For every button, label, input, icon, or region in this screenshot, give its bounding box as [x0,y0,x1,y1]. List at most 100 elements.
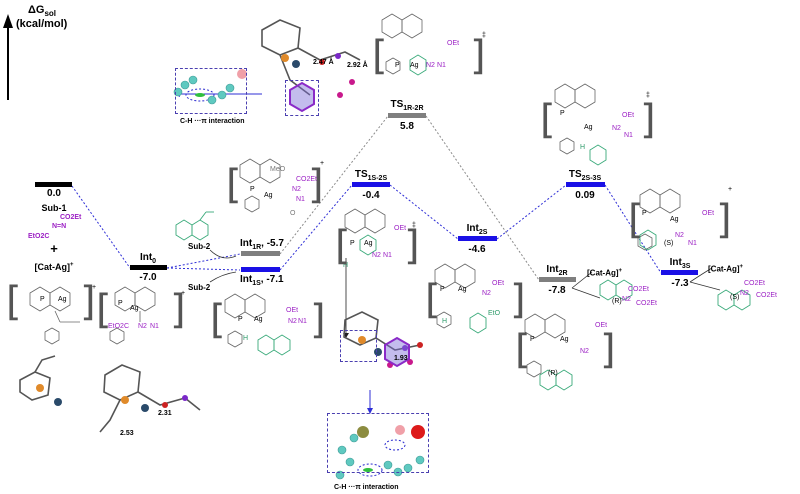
bracket-ts1s-left: [ [335,223,351,269]
bracket-int3s-right: ] [716,197,732,243]
label-ag-int2s: Ag [458,286,467,293]
bracket-int3s-left: [ [628,197,644,243]
level-int3s-value: -7.3 [671,278,689,289]
interaction-label-top: C-H ···π interaction [180,118,245,125]
charge-int0: + [181,290,186,297]
label-n2-int2r: N2 [580,348,589,355]
bracket-ts1r-right: ] [470,33,486,79]
interaction-label-bottom: C-H ···π interaction [334,484,399,491]
label-dagger-ts1r: ‡ [482,32,486,39]
charge-cat: + [92,284,97,291]
bracket-ts1r-left: [ [372,33,388,79]
label-ag-int1s: Ag [254,316,263,323]
label-ag-ts1s: Ag [364,240,373,247]
label-n2-int1s: N2 [288,318,297,325]
bracket-int2r-right: ] [600,327,616,373]
label-s-prod: (S) [730,294,740,301]
label-n1-ts1s: N1 [383,252,392,259]
level-ts1r2r-value: 5.8 [400,121,414,132]
label-ag-int2r: Ag [560,336,569,343]
label-co2et-int1: CO2Et [296,176,318,183]
distance-1: 2.47 Å [313,59,334,66]
level-int0-value: -7.0 [139,272,157,283]
label-n2-int1: N2 [292,186,301,193]
bracket-int1s-left: [ [210,297,226,343]
level-int0 [130,265,167,270]
label-oet-int2r: OEt [595,322,608,329]
level-int0-name: Int0 [139,252,157,265]
label-p-cat: P [40,296,45,303]
bracket-ts1s-right: ] [404,223,420,269]
bracket-int0-left: [ [96,287,112,333]
label-n1-int3s: N1 [688,240,697,247]
label-p-int2r: P [530,336,535,343]
product-cat-r: [Cat-Ag]+ [587,268,623,278]
label-n1-int0: N1 [150,323,159,330]
label-ag-int1: Ag [264,192,273,199]
label-h-int2s: H [442,318,448,325]
bracket-cat-left: [ [6,279,22,325]
label-n1-int1: N1 [296,196,305,203]
distance-2: 2.92 Å [347,62,368,69]
level-ts1s2s [352,182,390,187]
level-ts2s3s-name: TS2S-3S [568,169,602,182]
label-co2et-prod-r2: CO2Et [636,300,658,307]
reactant-plus: + [50,241,58,256]
label-oet-int1s: OEt [286,307,299,314]
label-n2-int0: N2 [138,323,147,330]
label-p-ts1r: P [395,62,400,69]
bracket-int0-right: ] [170,287,186,333]
axis-unit: (kcal/mol) [16,18,68,30]
distance-3: 2.53 [120,430,134,437]
charge-int1: + [320,160,325,167]
level-int1r-label: Int1R, -5.7 [240,238,284,251]
label-h-ts2s: H [580,144,586,151]
level-int2r-name: Int2R [546,264,568,277]
label-n1-int1s: N1 [298,318,307,325]
level-start [35,182,72,187]
level-ts1r2r-name: TS1R-2R [390,99,424,112]
highlight-box-bottom [340,330,377,362]
product-cat-s: [Cat-Ag]+ [708,264,744,274]
label-eto2c-int0: EtO2C [108,323,130,330]
label-n2-prod-s: N2 [740,290,749,297]
label-oet-int3s: OEt [702,210,715,217]
label-ag-ts2s: Ag [584,124,593,131]
sub1-eto2c: EtO2C [28,233,50,240]
label-ag-int3s: Ag [670,216,679,223]
bracket-int1-right: ] [308,162,324,208]
label-n2-ts1r: N2 [426,62,435,69]
label-meo-int1: MeO [270,166,286,173]
bracket-ts2s-right: ] [640,97,656,143]
label-h-ts1s: H [343,262,349,269]
label-r-int2r: (R) [548,370,558,377]
label-et-int1: O [290,210,296,217]
bracket-int1s-right: ] [310,297,326,343]
label-dagger-ts1s: ‡ [412,222,416,229]
distance-4: 2.31 [158,410,172,417]
label-p-int0: P [118,300,123,307]
level-int3s [661,270,698,275]
bracket-int2s-right: ] [510,277,526,323]
axis-label: ΔGsol [28,4,57,19]
label-p-int3s: P [642,210,647,217]
sub2-label-a: Sub-2 [188,242,211,251]
label-n2-ts2s: N2 [612,125,621,132]
level-int2s-name: Int2S [466,223,488,236]
label-n1-ts1r: N1 [437,62,446,69]
level-int2r-value: -7.8 [548,285,566,296]
level-int2r [539,277,576,282]
label-oet-ts1r: OEt [447,40,460,47]
level-ts1s2s-name: TS1S-2S [354,169,388,182]
level-ts2s3s [566,182,605,187]
level-ts1s2s-value: -0.4 [362,190,380,201]
label-oet-ts2s: OEt [622,112,635,119]
label-eto-int2s: EtO [488,310,501,317]
label-co2et-prod-s: CO2Et [744,280,766,287]
level-ts2s3s-value: 0.09 [575,190,595,201]
sub1-label: Sub-1 [41,203,67,213]
level-ts1r2r [388,113,426,118]
distance-5: 1.93 [394,355,408,362]
level-int1s [241,267,280,272]
